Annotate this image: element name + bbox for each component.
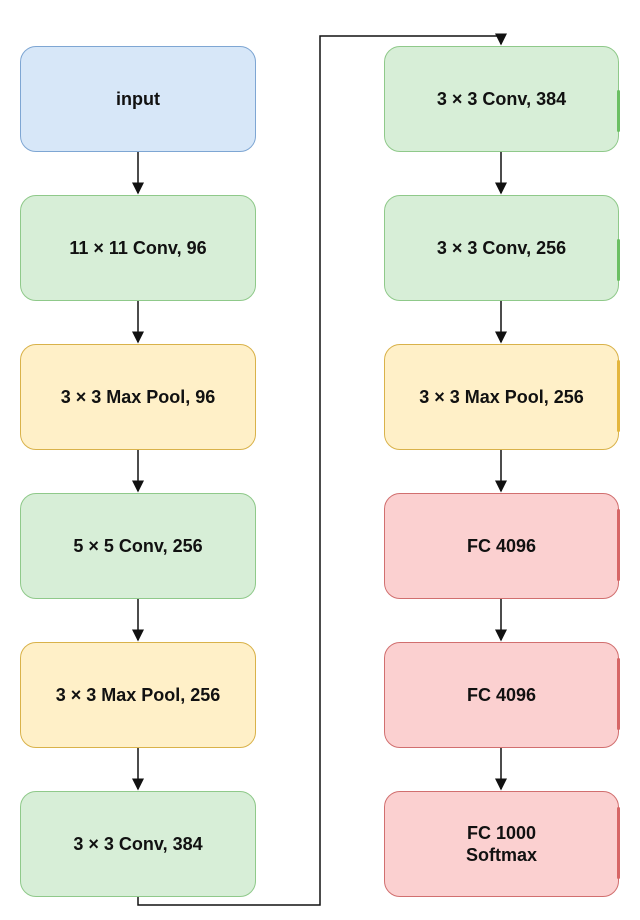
fc-1000-softmax-label: FC 1000 Softmax [465, 822, 537, 866]
right-edge-accent-conv-1 [617, 90, 620, 132]
max-pool-3x3-256-right-label: 3 × 3 Max Pool, 256 [419, 386, 584, 407]
fc-4096-second-node: FC 4096 [384, 642, 619, 748]
conv-11x11-96-node: 11 × 11 Conv, 96 [20, 195, 256, 301]
conv-3x3-256-label: 3 × 3 Conv, 256 [436, 237, 567, 258]
right-edge-accent-fc-2 [617, 658, 620, 730]
fc-1000-softmax-node: FC 1000 Softmax [384, 791, 619, 897]
max-pool-3x3-96-node: 3 × 3 Max Pool, 96 [20, 344, 256, 450]
max-pool-3x3-256-left-label: 3 × 3 Max Pool, 256 [55, 684, 221, 705]
conv-3x3-384-right-node: 3 × 3 Conv, 384 [384, 46, 619, 152]
max-pool-3x3-256-left-node: 3 × 3 Max Pool, 256 [20, 642, 256, 748]
right-edge-accent-conv-2 [617, 239, 620, 281]
conv-3x3-384-left-node: 3 × 3 Conv, 384 [20, 791, 256, 897]
max-pool-3x3-96-label: 3 × 3 Max Pool, 96 [60, 386, 216, 407]
conv-3x3-256-node: 3 × 3 Conv, 256 [384, 195, 619, 301]
fc-4096-first-label: FC 4096 [466, 535, 537, 556]
right-edge-accent-fc-3 [617, 807, 620, 879]
conv-5x5-256-label: 5 × 5 Conv, 256 [73, 535, 203, 556]
fc-4096-second-label: FC 4096 [466, 684, 537, 705]
right-edge-accent-fc-1 [617, 509, 620, 581]
max-pool-3x3-256-right-node: 3 × 3 Max Pool, 256 [384, 344, 619, 450]
conv-3x3-384-right-label: 3 × 3 Conv, 384 [436, 88, 567, 109]
conv-11x11-96-label: 11 × 11 Conv, 96 [69, 237, 207, 258]
input-node: input [20, 46, 256, 152]
conv-3x3-384-left-label: 3 × 3 Conv, 384 [73, 833, 203, 854]
right-edge-accent-pool [617, 360, 620, 432]
conv-5x5-256-node: 5 × 5 Conv, 256 [20, 493, 256, 599]
fc-4096-first-node: FC 4096 [384, 493, 619, 599]
input-node-label: input [116, 88, 160, 109]
arrow-left-column-to-right-column [137, 33, 507, 906]
